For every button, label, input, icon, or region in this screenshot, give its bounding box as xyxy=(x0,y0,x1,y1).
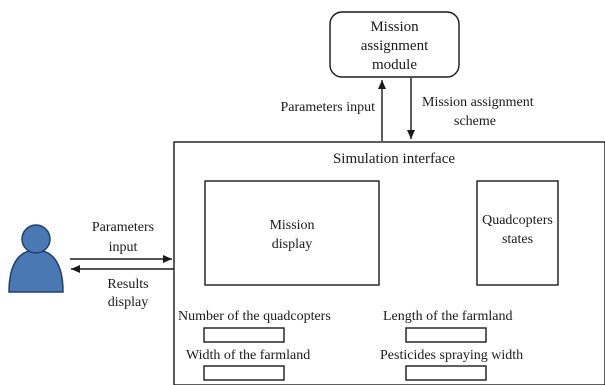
mission-display-panel xyxy=(204,180,380,286)
mission-display-line1: Mission xyxy=(269,218,314,233)
mission-module-line1: Mission xyxy=(370,19,419,35)
field-label-length-farmland: Length of the farmland xyxy=(383,309,512,324)
label-parameters-input-left-line1: Parameters xyxy=(92,220,154,235)
field-input-num-quadcopters[interactable] xyxy=(203,327,285,343)
mission-assignment-module-box xyxy=(329,11,460,78)
label-parameters-input-top: Parameters input xyxy=(281,100,376,115)
field-label-spraying-width: Pesticides spraying width xyxy=(380,348,523,363)
label-results-line2: display xyxy=(108,295,148,310)
label-scheme-line2: scheme xyxy=(454,114,496,129)
mission-display-line2: display xyxy=(272,237,312,252)
mission-module-line2: assignment xyxy=(361,38,429,54)
field-label-num-quadcopters: Number of the quadcopters xyxy=(178,309,331,324)
quadcopters-states-line2: states xyxy=(502,232,533,247)
label-results-line1: Results xyxy=(107,277,148,292)
user-head xyxy=(21,224,51,254)
simulation-interface-title: Simulation interface xyxy=(333,151,455,167)
field-input-width-farmland[interactable] xyxy=(203,365,285,381)
quadcopters-states-panel xyxy=(476,180,559,286)
mission-module-line3: module xyxy=(372,57,417,73)
simulation-interface: Simulation interface Mission display Qua… xyxy=(173,141,605,385)
field-label-width-farmland: Width of the farmland xyxy=(186,348,310,363)
field-input-spraying-width[interactable] xyxy=(405,365,487,381)
mission-assignment-module: Mission assignment module xyxy=(329,11,460,78)
field-input-length-farmland[interactable] xyxy=(405,327,487,343)
label-parameters-input-left-line2: input xyxy=(109,240,138,255)
user-body xyxy=(8,249,64,293)
label-scheme-line1: Mission assignment xyxy=(422,95,534,110)
quadcopters-states-line1: Quadcopters xyxy=(482,213,553,228)
user-icon xyxy=(8,224,64,293)
